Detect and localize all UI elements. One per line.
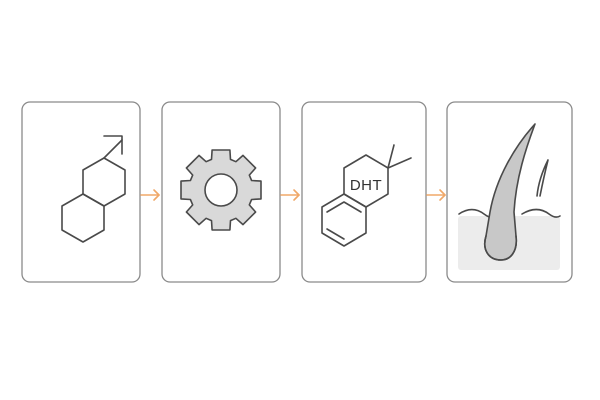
flow-arrow-2	[280, 189, 300, 201]
male-symbol-steroid-icon	[61, 135, 126, 243]
gear-hole	[204, 173, 238, 207]
gear-icon	[180, 149, 262, 231]
follicle-root	[484, 235, 518, 261]
panel-testosterone	[21, 101, 141, 283]
panel-frame	[301, 101, 427, 283]
skin-surface-line	[521, 208, 561, 218]
panel-frame	[21, 101, 141, 283]
panel-hair-follicle	[446, 101, 573, 283]
panel-dht: DHT	[301, 101, 427, 283]
flow-arrow-1	[140, 189, 160, 201]
small-hair	[536, 159, 549, 197]
panel-enzyme	[161, 101, 281, 283]
dht-molecule-icon: DHT	[321, 144, 412, 247]
hair-follicle-icon	[458, 123, 561, 270]
dht-label: DHT	[350, 177, 382, 194]
flow-arrow-3	[426, 189, 446, 201]
